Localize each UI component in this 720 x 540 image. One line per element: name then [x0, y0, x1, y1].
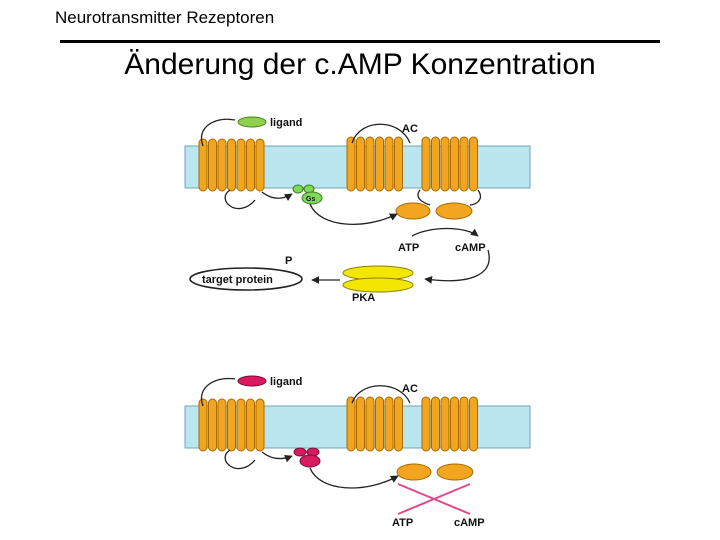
transmembrane-helix — [431, 136, 440, 192]
transmembrane-helix — [346, 136, 356, 192]
ac-subunit-left-bottom — [396, 463, 432, 481]
transmembrane-helix — [208, 138, 217, 192]
receptor-to-gi-arrow — [261, 451, 293, 463]
transmembrane-helix — [227, 398, 236, 452]
ac-label-bottom: AC — [402, 383, 418, 395]
transmembrane-helix — [459, 136, 469, 192]
receptor-bottom — [198, 398, 265, 452]
transmembrane-helix — [227, 138, 236, 192]
transmembrane-helix — [394, 396, 403, 452]
gi-to-ac-arrow — [309, 467, 399, 489]
slide-header: Neurotransmitter Rezeptoren — [55, 8, 275, 27]
transmembrane-helix — [356, 136, 365, 192]
pka-subunit-lower — [342, 277, 414, 293]
ac-cyto-loop-top — [417, 189, 431, 206]
adenylyl-cyclase-bottom — [346, 396, 478, 452]
ligand-label-top: ligand — [270, 117, 302, 129]
pka-label: PKA — [352, 292, 375, 304]
transmembrane-helix — [236, 398, 246, 452]
transmembrane-helix — [246, 138, 255, 192]
transmembrane-helix — [450, 396, 459, 452]
transmembrane-helix — [375, 396, 384, 452]
transmembrane-helix — [440, 136, 450, 192]
ligand-label-bottom: ligand — [270, 376, 302, 388]
ac-subunit-right-top — [435, 202, 473, 220]
top-panel: ligand AC Gs ATP cAMP target protein P — [184, 116, 531, 304]
transmembrane-helix — [217, 138, 227, 192]
transmembrane-helix — [450, 136, 459, 192]
ac-label-top: AC — [402, 123, 418, 135]
receptor-cyto-loop-top — [224, 189, 256, 210]
receptor-to-gs-arrow — [261, 191, 293, 201]
transmembrane-helix — [217, 398, 227, 452]
transmembrane-helix — [440, 396, 450, 452]
target-protein — [189, 267, 303, 291]
transmembrane-helix — [356, 396, 365, 452]
transmembrane-helix — [421, 396, 431, 452]
receptor-top — [198, 138, 265, 192]
adenylyl-cyclase-top — [346, 136, 478, 192]
transmembrane-helix — [469, 136, 478, 192]
transmembrane-helix — [198, 138, 208, 192]
transmembrane-helix — [255, 398, 265, 452]
transmembrane-helix — [346, 396, 356, 452]
slide-title: Änderung der c.AMP Konzentration — [124, 48, 596, 81]
ac-subunit-left-top — [395, 202, 431, 220]
ac-subunit-right-bottom — [436, 463, 474, 481]
camp-to-pka-arrow — [424, 249, 490, 284]
atp-label-top: ATP — [398, 242, 419, 254]
ac-cyto-loop2-top — [469, 189, 482, 206]
gs-label: Gs — [306, 196, 315, 203]
transmembrane-helix — [365, 396, 375, 452]
transmembrane-helix — [255, 138, 265, 192]
atp-to-camp-arrow — [411, 227, 479, 237]
camp-label-top: cAMP — [455, 242, 486, 254]
transmembrane-helix — [394, 136, 403, 192]
transmembrane-helix — [198, 398, 208, 452]
transmembrane-helix — [208, 398, 217, 452]
transmembrane-helix — [421, 136, 431, 192]
gs-protein-top — [292, 184, 323, 205]
target-protein-label: target protein — [202, 274, 273, 286]
transmembrane-helix — [384, 136, 394, 192]
inhibition-cross-line-2 — [397, 483, 471, 515]
receptor-cyto-loop-bottom — [224, 449, 256, 470]
gi-protein-bottom — [293, 447, 321, 468]
transmembrane-helix — [246, 398, 255, 452]
ac-loop-top — [351, 123, 411, 144]
transmembrane-helix — [384, 396, 394, 452]
transmembrane-helix — [469, 396, 478, 452]
ac-loop-bottom — [351, 385, 411, 404]
phosphate-label: P — [285, 255, 292, 267]
transmembrane-helix — [459, 396, 469, 452]
transmembrane-helix — [236, 138, 246, 192]
transmembrane-helix — [365, 136, 375, 192]
transmembrane-helix — [431, 396, 440, 452]
camp-label-bottom: cAMP — [454, 517, 485, 529]
ligand-top — [237, 116, 267, 128]
receptor-loop-top — [200, 118, 236, 147]
transmembrane-helix — [375, 136, 384, 192]
header-divider — [60, 40, 660, 43]
ligand-bottom — [237, 375, 267, 387]
atp-label-bottom: ATP — [392, 517, 413, 529]
bottom-panel: ligand AC ATP cAMP — [184, 375, 531, 529]
receptor-loop-bottom — [200, 377, 236, 407]
gs-to-ac-arrow — [309, 203, 398, 225]
